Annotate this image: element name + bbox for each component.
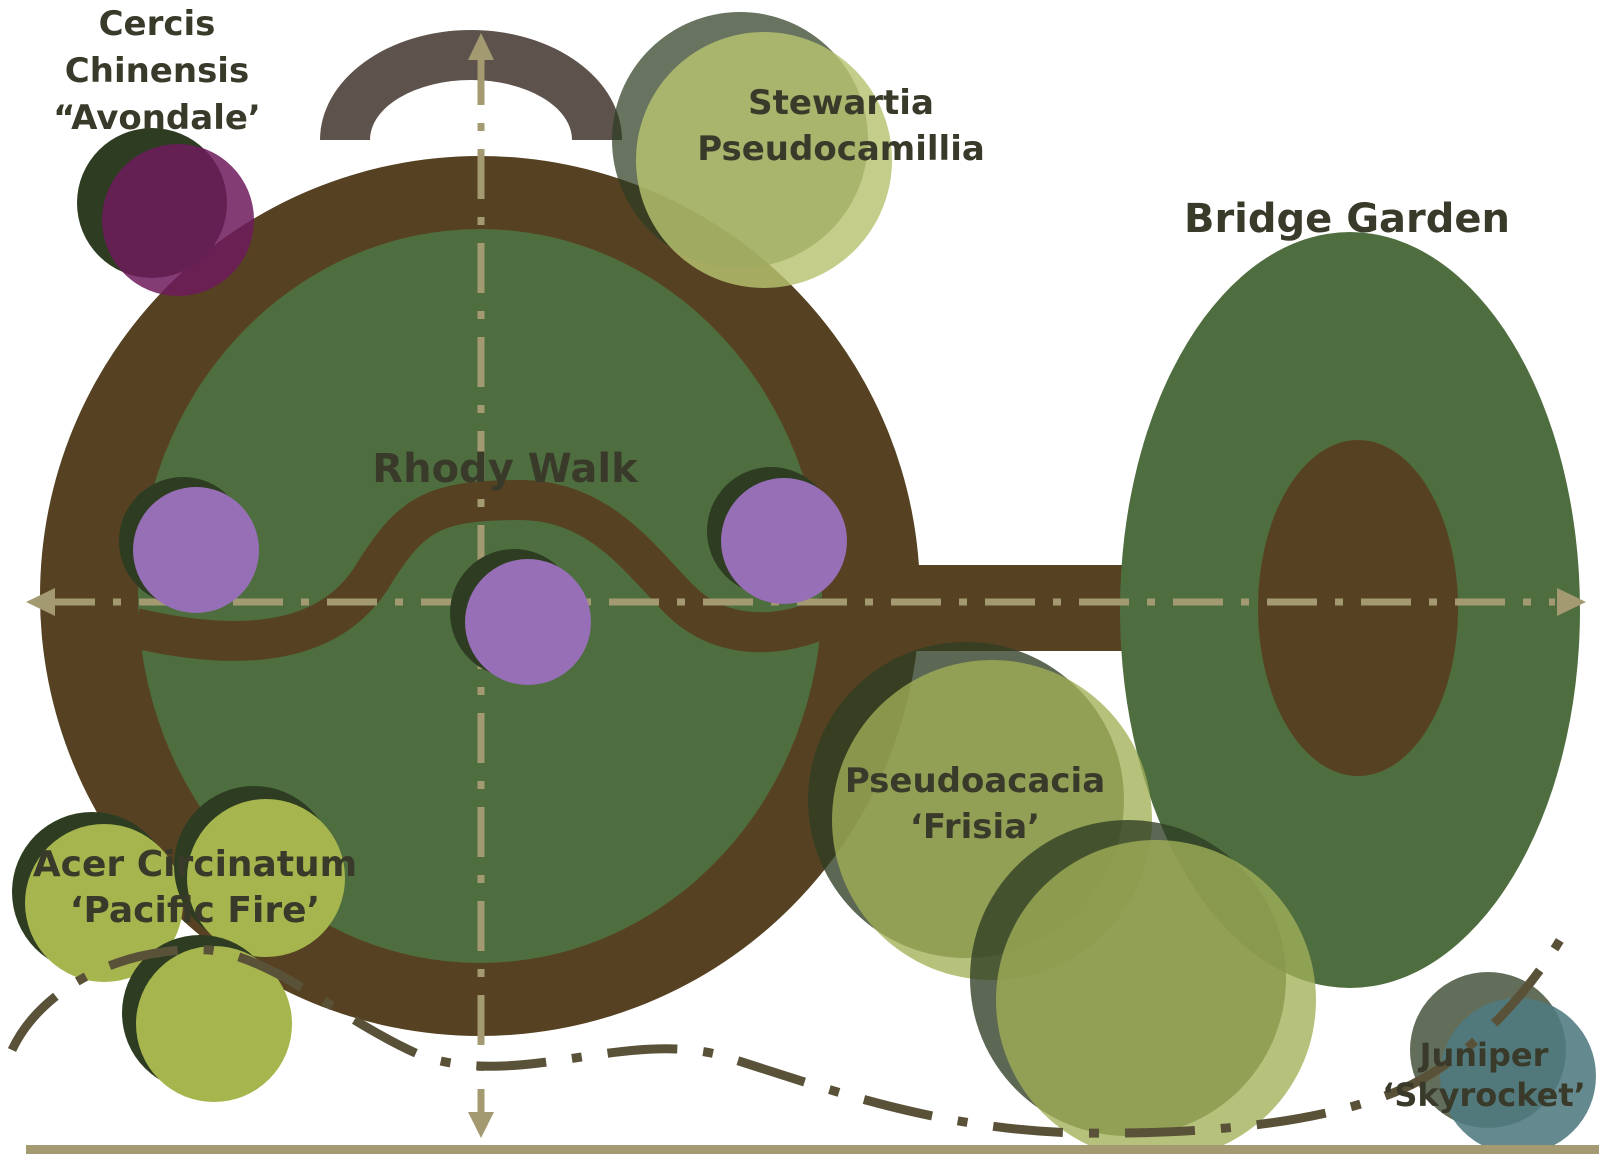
acer-tree-2	[187, 799, 345, 957]
acer-label-line2: ‘Pacific Fire’	[70, 890, 320, 931]
rhody-walk-label: Rhody Walk	[372, 446, 639, 492]
rhody-shrub-center	[465, 559, 591, 685]
axis-arrow-bottom	[468, 1112, 494, 1138]
bridge-garden-center	[1258, 440, 1458, 776]
acer-tree-3	[136, 946, 292, 1102]
cercis-tree	[102, 144, 254, 296]
cercis-label-line3: “Avondale’	[53, 98, 261, 138]
axis-arrow-right	[1557, 588, 1586, 616]
bridge-garden-label: Bridge Garden	[1184, 196, 1510, 242]
axis-arrow-left	[26, 588, 55, 616]
entry-arch	[320, 30, 622, 140]
ground-line	[26, 1145, 1599, 1154]
pseudoacacia-label-line1: Pseudoacacia	[845, 761, 1105, 801]
juniper-label-line2: ‘Skyrocket’	[1382, 1076, 1586, 1114]
cercis-label-line1: Cercis	[99, 4, 216, 44]
pseudoacacia-label-line2: ‘Frisia’	[910, 807, 1040, 847]
acer-tree-1	[25, 824, 183, 982]
cercis-label-line2: Chinensis	[65, 51, 249, 91]
rhody-shrub-right	[721, 478, 847, 604]
pseudoacacia-tree-2	[996, 840, 1316, 1154]
stewartia-label-line1: Stewartia	[748, 83, 934, 123]
juniper-label-line1: Juniper	[1418, 1036, 1549, 1074]
acer-label-line1: Acer Circinatum	[33, 844, 357, 885]
juniper-tree	[1440, 998, 1596, 1154]
rhody-walk-wavy-path	[130, 479, 839, 661]
stewartia-label-line2: Pseudocamillia	[697, 129, 985, 169]
axis-arrow-top	[468, 33, 494, 60]
dashed-boundary-path	[7, 937, 1564, 1138]
stewartia-tree	[636, 32, 892, 288]
rhody-shrub-left	[133, 487, 259, 613]
